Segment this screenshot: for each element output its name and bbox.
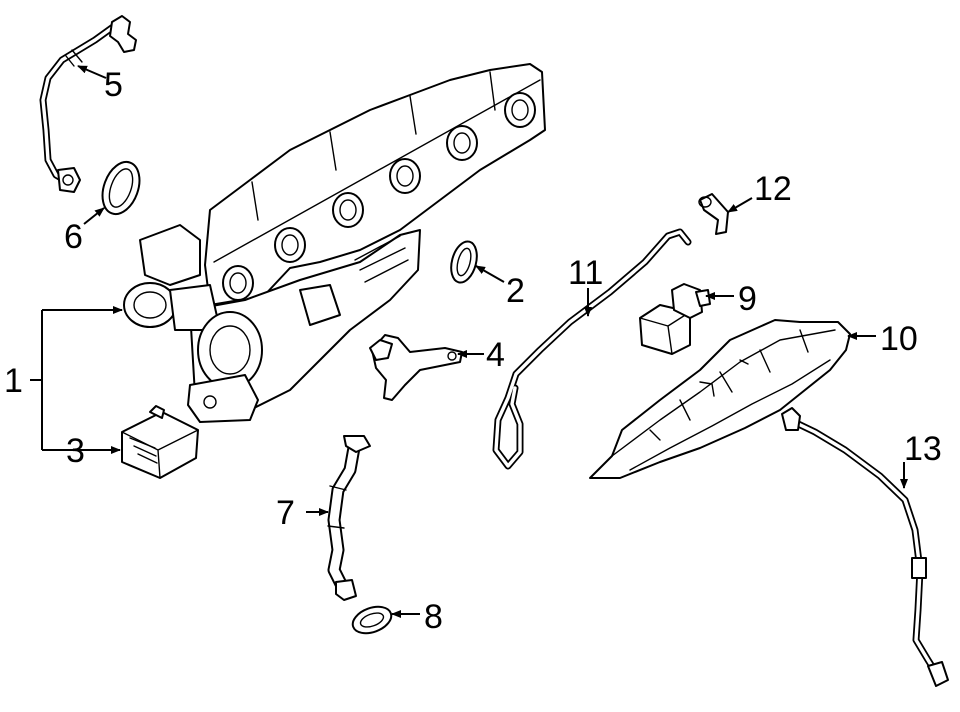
callout-3: 3 <box>66 432 121 470</box>
callout-label-8: 8 <box>424 598 443 636</box>
manifold-ports <box>222 92 536 301</box>
callout-label-1: 1 <box>4 362 23 400</box>
callout-label-9: 9 <box>738 280 757 318</box>
part-5-oil-feed-line <box>39 15 137 193</box>
callout-1: 1 <box>4 306 123 451</box>
part-6-gasket <box>101 160 141 216</box>
callout-label-6: 6 <box>64 218 83 256</box>
callout-2: 2 <box>475 265 525 310</box>
callout-label-10: 10 <box>880 320 918 358</box>
callout-9: 9 <box>705 280 757 318</box>
part-9-solenoid-valve <box>639 283 711 355</box>
part-3-actuator <box>121 405 199 479</box>
part-10-heat-shield <box>589 319 851 479</box>
callout-8: 8 <box>391 598 443 636</box>
callout-label-4: 4 <box>486 336 505 374</box>
callout-label-11: 11 <box>568 254 603 292</box>
callout-label-13: 13 <box>904 430 942 468</box>
callout-label-5: 5 <box>104 66 123 104</box>
callout-label-3: 3 <box>66 432 85 470</box>
callout-label-2: 2 <box>506 272 525 310</box>
callout-label-12: 12 <box>754 170 792 208</box>
part-1-turbocharger-manifold <box>123 63 546 423</box>
callout-4: 4 <box>457 336 505 374</box>
part-2-gasket <box>450 240 478 284</box>
part-11-vacuum-hose <box>492 228 692 470</box>
callout-5: 5 <box>77 65 123 104</box>
callout-label-7: 7 <box>276 494 295 532</box>
part-13-oil-return-line <box>781 407 949 687</box>
part-4-bracket <box>369 334 463 401</box>
callout-6: 6 <box>64 207 105 256</box>
callout-10: 10 <box>847 320 918 358</box>
part-7-pipe <box>327 435 371 601</box>
part-8-gasket <box>351 605 393 635</box>
callout-11: 11 <box>568 254 603 317</box>
part-12-hose-connector <box>698 193 729 235</box>
callout-13: 13 <box>900 430 942 489</box>
callout-12: 12 <box>727 170 792 213</box>
callout-7: 7 <box>276 494 329 532</box>
